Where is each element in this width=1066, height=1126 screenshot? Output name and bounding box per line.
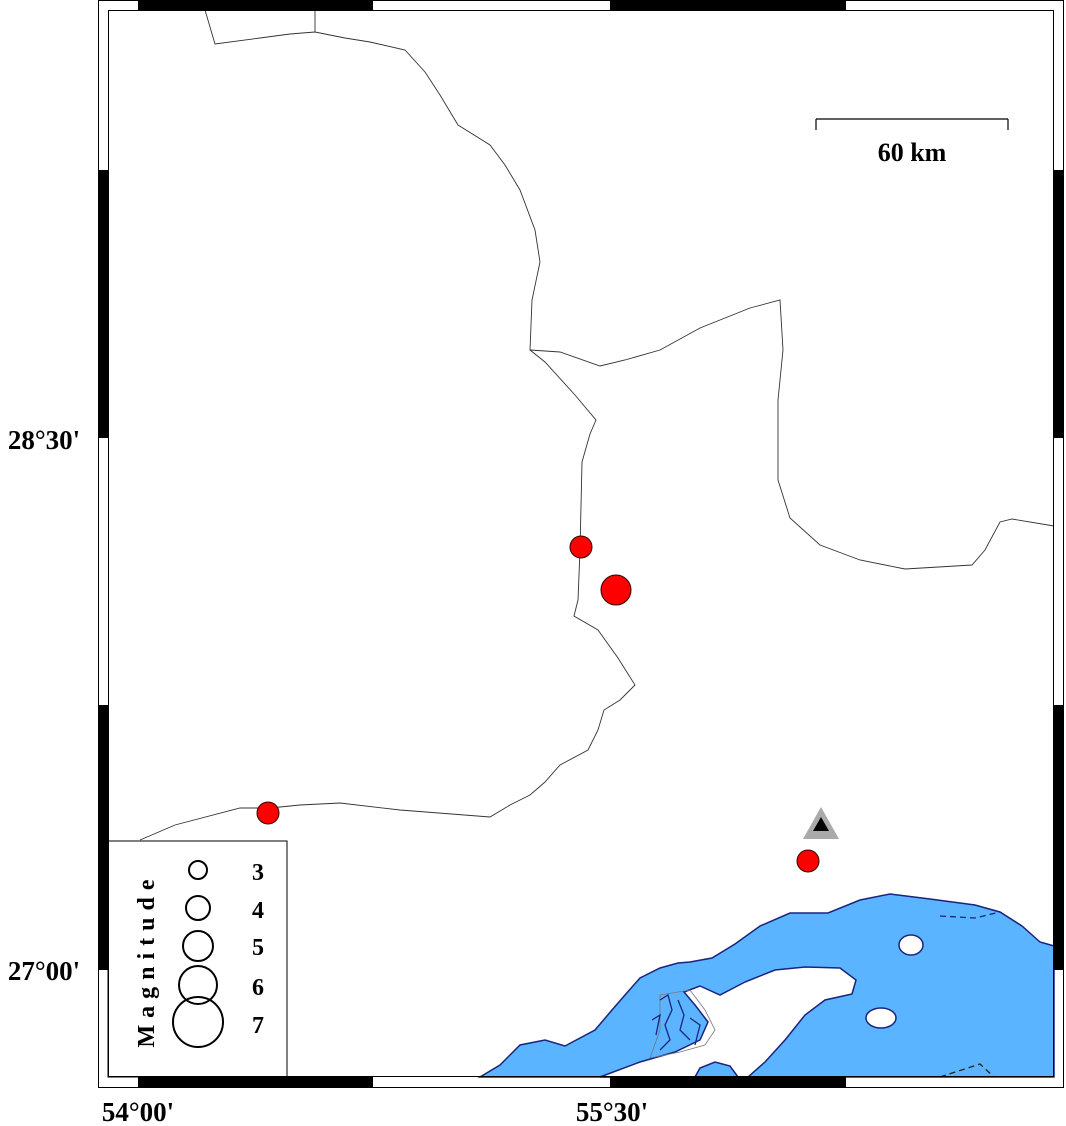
legend-label: 3 — [252, 860, 264, 886]
maritime-boundary — [939, 911, 1001, 919]
earthquake-events — [256, 535, 820, 873]
magnitude-legend: Magnitude 3 4 5 6 7 — [107, 840, 288, 1078]
legend-circle-5 — [182, 930, 214, 962]
qeshm-island — [599, 966, 857, 1078]
station-inner-triangle-icon — [813, 817, 829, 831]
border-line — [139, 9, 636, 841]
longitude-label: 55°30' — [576, 1097, 648, 1126]
legend-circle-7 — [172, 996, 224, 1048]
legend-label: 5 — [252, 935, 264, 961]
earthquake-event[interactable] — [256, 801, 280, 825]
island — [865, 1007, 897, 1029]
mangrove-channels — [651, 993, 701, 1051]
province-borders — [139, 9, 1055, 841]
maritime-boundary — [939, 1063, 995, 1078]
earthquake-event[interactable] — [796, 849, 820, 873]
legend-circle-4 — [185, 895, 211, 921]
map-frame — [98, 0, 1064, 1088]
latitude-label: 27°00' — [8, 956, 80, 986]
legend-circle-6 — [178, 965, 218, 1005]
seismic-station[interactable] — [803, 807, 839, 839]
legend-title: Magnitude — [134, 872, 160, 1047]
scale-bar — [815, 118, 1009, 130]
longitude-label: 54°00' — [102, 1097, 174, 1126]
legend-label: 7 — [252, 1013, 264, 1039]
legend-label: 4 — [252, 898, 264, 924]
border-line — [529, 299, 1055, 570]
latitude-label: 28°30' — [8, 425, 80, 455]
earthquake-event[interactable] — [569, 535, 593, 559]
island — [898, 934, 924, 956]
scale-bar-label: 60 km — [878, 138, 947, 167]
sea — [477, 893, 1055, 1078]
legend-label: 6 — [252, 975, 264, 1001]
earthquake-event[interactable] — [600, 574, 632, 606]
mangrove-area — [649, 989, 716, 1059]
legend-circle-3 — [188, 860, 208, 880]
